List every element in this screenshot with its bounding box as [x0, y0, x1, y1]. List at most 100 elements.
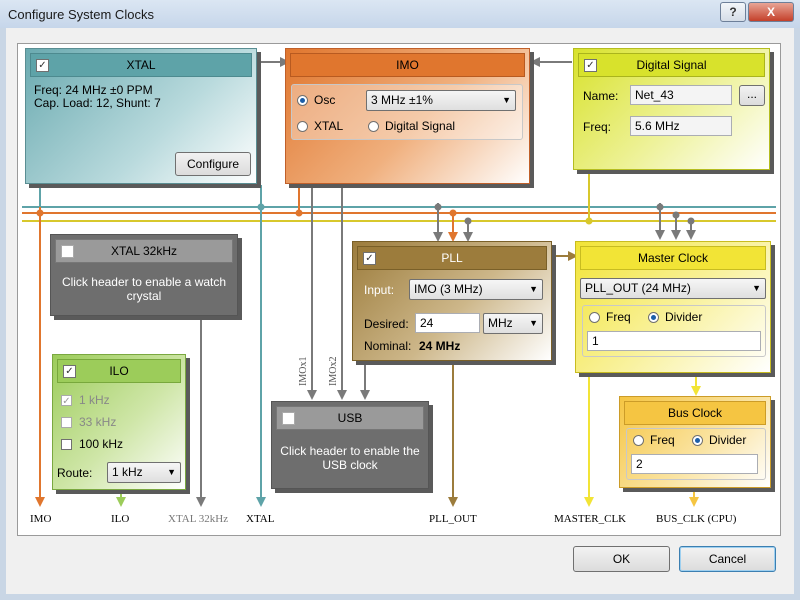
imo-block: IMO Osc 3 MHz ±1% ▼ XTAL Digital Signal [285, 48, 530, 184]
bus-divider-input[interactable]: 2 [631, 454, 758, 474]
bus-divider-radio[interactable] [692, 435, 703, 446]
pll-nominal-value: 24 MHz [419, 339, 461, 353]
digital-signal-title: Digital Signal [636, 58, 707, 72]
ilo-1khz-checkbox[interactable]: ✓ [61, 395, 72, 407]
xtal-header[interactable]: ✓ XTAL [30, 53, 252, 77]
imo-header[interactable]: IMO [290, 53, 525, 77]
help-button[interactable]: ? [720, 2, 746, 22]
ilo-header[interactable]: ✓ ILO [57, 359, 181, 383]
ilo-33khz-checkbox[interactable] [61, 417, 72, 428]
usb-block: USB Click header to enable the USB clock [271, 401, 429, 489]
ilo-title: ILO [109, 364, 129, 378]
bus-clock-title: Bus Clock [667, 406, 723, 420]
bus-clock-header[interactable]: Bus Clock [624, 401, 766, 425]
ilo-1khz-label: 1 kHz [79, 393, 110, 407]
chevron-down-icon: ▼ [529, 284, 538, 294]
pll-enable-checkbox[interactable]: ✓ [363, 252, 376, 265]
xtal32-enable-checkbox[interactable] [61, 245, 74, 258]
title-bar: Configure System Clocks ? X [0, 0, 800, 28]
digital-name-field[interactable]: Net_43 [630, 85, 732, 105]
xtal-enable-checkbox[interactable]: ✓ [36, 59, 49, 72]
bus-freq-radio[interactable] [633, 435, 644, 446]
imo-osc-radio[interactable] [297, 95, 308, 106]
usb-title: USB [337, 411, 363, 425]
master-clock-header[interactable]: Master Clock [580, 246, 766, 270]
master-divider-radio[interactable] [648, 312, 659, 323]
master-clock-block: Master Clock PLL_OUT (24 MHz) ▼ Freq Div… [575, 241, 771, 373]
master-freq-radio[interactable] [589, 312, 600, 323]
ilo-100khz-checkbox[interactable] [61, 439, 72, 450]
bus-clock-divider-group [626, 428, 766, 480]
close-button[interactable]: X [748, 2, 794, 22]
clock-wires [22, 57, 776, 507]
pll-desired-label: Desired: [364, 317, 409, 331]
pll-input-label: Input: [364, 283, 395, 297]
ilo-route-label: Route: [57, 466, 93, 480]
xtal32-title: XTAL 32kHz [110, 244, 178, 258]
chevron-down-icon: ▼ [752, 283, 761, 293]
pll-unit-select[interactable]: MHz ▼ [483, 313, 543, 334]
digital-freq-label: Freq: [583, 120, 612, 134]
signal-xtal: XTAL [246, 513, 275, 525]
cancel-button[interactable]: Cancel [679, 546, 776, 572]
pll-input-value: IMO (3 MHz) [414, 282, 483, 296]
ilo-route-value: 1 kHz [112, 465, 143, 479]
imo-digital-radio[interactable] [368, 121, 379, 132]
imo-xtal-radio[interactable] [297, 121, 308, 132]
chevron-down-icon: ▼ [502, 95, 511, 105]
xtal32-message: Click header to enable a watch crystal [61, 275, 227, 303]
pll-block: ✓ PLL Input: IMO (3 MHz) ▼ Desired: 24 M… [352, 241, 552, 361]
xtal32-block: XTAL 32kHz Click header to enable a watc… [50, 234, 238, 316]
bus-freq-label: Freq [650, 433, 675, 447]
chevron-down-icon: ▼ [167, 467, 176, 477]
imo-freq-value: 3 MHz ±1% [371, 93, 433, 107]
ok-button[interactable]: OK [573, 546, 670, 572]
usb-message: Click header to enable the USB clock [280, 444, 420, 472]
ilo-block: ✓ ILO ✓ 1 kHz 33 kHz 100 kHz Route: 1 kH… [52, 354, 186, 490]
master-clock-divider-group [582, 305, 766, 357]
usb-header[interactable]: USB [276, 406, 424, 430]
digital-signal-block: ✓ Digital Signal Name: Net_43 ... Freq: … [573, 48, 770, 170]
master-clock-source-select[interactable]: PLL_OUT (24 MHz) ▼ [580, 278, 766, 299]
bus-divider-label: Divider [709, 433, 747, 447]
imo-xtal-label: XTAL [314, 119, 344, 133]
window-title: Configure System Clocks [8, 7, 154, 22]
imo-osc-label: Osc [314, 93, 336, 107]
xtal-freq-text: Freq: 24 MHz ±0 PPM [34, 83, 153, 97]
xtal-title: XTAL [126, 58, 156, 72]
digital-name-label: Name: [583, 89, 619, 103]
master-divider-label: Divider [665, 310, 703, 324]
pll-title: PLL [441, 251, 463, 265]
digital-signal-enable-checkbox[interactable]: ✓ [584, 59, 597, 72]
imox1-wire-label: IMOx1 [298, 356, 309, 386]
ilo-100khz-label: 100 kHz [79, 437, 124, 451]
ilo-route-select[interactable]: 1 kHz ▼ [107, 462, 181, 483]
imo-freq-select[interactable]: 3 MHz ±1% ▼ [366, 90, 516, 111]
signal-xtal32: XTAL 32kHz [168, 513, 229, 525]
ilo-enable-checkbox[interactable]: ✓ [63, 365, 76, 378]
imox2-wire-label: IMOx2 [328, 356, 339, 386]
pll-desired-input[interactable]: 24 [415, 313, 480, 333]
master-clock-source-value: PLL_OUT (24 MHz) [585, 281, 691, 295]
xtal32-header[interactable]: XTAL 32kHz [55, 239, 233, 263]
browse-button[interactable]: ... [739, 85, 765, 106]
pll-header[interactable]: ✓ PLL [357, 246, 547, 270]
master-divider-input[interactable]: 1 [587, 331, 761, 351]
pll-unit-value: MHz [488, 316, 513, 330]
digital-signal-header[interactable]: ✓ Digital Signal [578, 53, 765, 77]
master-freq-label: Freq [606, 310, 631, 324]
pll-input-select[interactable]: IMO (3 MHz) ▼ [409, 279, 543, 300]
digital-freq-field: 5.6 MHz [630, 116, 732, 136]
signal-pll-out: PLL_OUT [429, 513, 477, 525]
signal-ilo: ILO [111, 513, 130, 525]
imo-digital-label: Digital Signal [385, 119, 456, 133]
ilo-33khz-label: 33 kHz [79, 415, 117, 429]
bus-clock-block: Bus Clock Freq Divider 2 [619, 396, 771, 488]
imo-title: IMO [396, 58, 419, 72]
signal-bus-clk: BUS_CLK (CPU) [656, 513, 737, 525]
chevron-down-icon: ▼ [529, 318, 538, 328]
signal-master-clk: MASTER_CLK [554, 513, 627, 525]
configure-button[interactable]: Configure [175, 152, 251, 176]
master-clock-title: Master Clock [637, 251, 708, 265]
usb-enable-checkbox[interactable] [282, 412, 295, 425]
